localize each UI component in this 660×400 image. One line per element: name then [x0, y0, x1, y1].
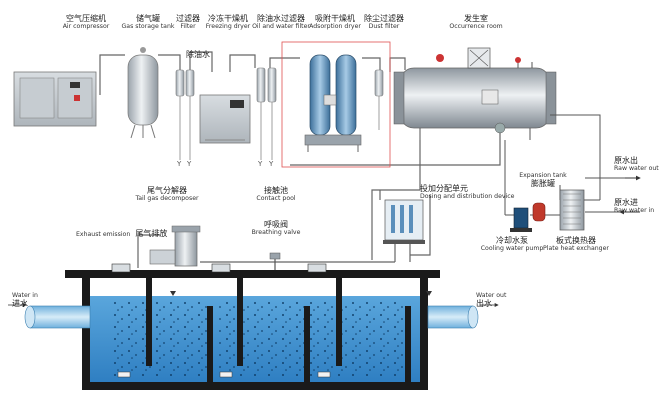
- filter-en: Filter: [180, 23, 196, 31]
- water-out-en: Water out: [476, 292, 507, 299]
- occurrence-room-zh: 发生室: [463, 14, 488, 23]
- water-out-label: Water out 出水: [476, 292, 506, 308]
- dosing-distribution-zh: 投加分配单元: [420, 184, 468, 193]
- freezing-dryer-label: 冷冻干燥机 Freezing dryer: [206, 14, 250, 30]
- breathing-valve-en: Breathing valve: [251, 229, 301, 237]
- svg-text:Y: Y: [186, 160, 192, 168]
- cooling-water-pump-zh: 冷却水泵: [495, 236, 528, 245]
- breathing-valve-label: 呼吸阀 Breathing valve: [252, 220, 301, 236]
- tail-gas-decomposer-zh: 尾气分解器: [146, 186, 187, 195]
- oil-water-filter-label: 除油水过滤器 Oil and water filter: [252, 14, 310, 30]
- expansion-tank-label: Expansion tank 膨胀罐: [519, 172, 567, 188]
- expansion-tank-en: Expansion tank: [519, 172, 567, 179]
- water-outlet-pipe: [427, 305, 479, 329]
- dust-filter-label: 除尘过滤器 Dust filter: [364, 14, 404, 30]
- raw-water-in-en: Raw water in: [614, 207, 655, 215]
- gas-storage-tank-zh: 储气罐: [135, 14, 160, 23]
- contact-pool-zh: 接触池: [263, 186, 288, 195]
- occurrence-room-label: 发生室 Occurrence room: [449, 14, 502, 30]
- air-compressor: [13, 71, 97, 127]
- expansion-tank: [532, 202, 546, 222]
- dust-filter-zh: 除尘过滤器: [364, 14, 404, 23]
- oil-removal-water-zh: 除油水: [186, 50, 210, 59]
- air-compressor-label: 空气压缩机 Air compressor: [63, 14, 110, 30]
- cooling-water-pump: [510, 207, 532, 232]
- freezing-dryer-zh: 冷冻干燥机: [208, 14, 248, 23]
- plate-heat-exchanger-label: 板式换热器 Plate heat exchanger: [543, 236, 609, 252]
- filter-zh: 过滤器: [176, 14, 200, 23]
- gas-storage-tank-en: Gas storage tank: [121, 23, 175, 31]
- raw-water-out-label: 原水出 Raw water out: [614, 156, 659, 172]
- water-in-label: Water in 进水: [12, 292, 38, 308]
- adsorption-dryer-label: 吸附干燥机 Adsorption dryer: [309, 14, 361, 30]
- water-out-zh: 出水: [476, 299, 492, 309]
- cooling-water-pump-label: 冷却水泵 Cooling water pump: [481, 236, 544, 252]
- plate-heat-exchanger-en: Plate heat exchanger: [543, 245, 609, 253]
- adsorption-dryer-en: Adsorption dryer: [309, 23, 361, 31]
- air-compressor-zh: 空气压缩机: [65, 14, 106, 23]
- expansion-tank-zh: 膨胀罐: [531, 179, 555, 189]
- freezing-dryer-en: Freezing dryer: [205, 23, 251, 31]
- tail-gas-decomposer: [149, 225, 201, 267]
- adsorption-dryer-zh: 吸附干燥机: [315, 14, 355, 23]
- breathing-valve-zh: 呼吸阀: [264, 220, 288, 229]
- gas-storage-tank: [127, 47, 159, 139]
- plate-heat-exchanger-zh: 板式换热器: [555, 236, 596, 245]
- dust-filter-en: Dust filter: [368, 23, 400, 31]
- occurrence-room: [393, 47, 557, 140]
- raw-water-out-en: Raw water out: [614, 165, 659, 173]
- raw-water-out-zh: 原水出: [614, 156, 638, 165]
- filter-group: Y Y: [175, 69, 195, 168]
- freezing-dryer: [199, 94, 251, 144]
- gas-piping: [99, 51, 501, 166]
- svg-text:Y: Y: [268, 160, 274, 168]
- adsorption-dryer: [304, 54, 362, 152]
- dosing-distribution-en: Dosing and distribution device: [420, 193, 515, 201]
- filter-label: 过滤器 Filter: [176, 14, 200, 30]
- dosing-distribution-device: [383, 199, 425, 244]
- gas-storage-tank-label: 储气罐 Gas storage tank: [122, 14, 175, 30]
- svg-text:Y: Y: [176, 160, 182, 168]
- contact-pool-label: 接触池 Contact pool: [256, 186, 295, 202]
- exhaust-emission-en: Exhaust emission: [76, 231, 131, 238]
- raw-water-in-zh: 原水进: [614, 198, 638, 207]
- raw-water-in-label: 原水进 Raw water in: [614, 198, 654, 214]
- cooling-water-pump-en: Cooling water pump: [480, 245, 544, 253]
- tail-gas-decomposer-en: Tail gas decomposer: [135, 195, 199, 203]
- dust-filter: [374, 69, 384, 130]
- exhaust-emission-zh: 尾气排放: [135, 229, 168, 238]
- oil-water-filter-en: Oil and water filter: [252, 23, 310, 31]
- filter-dryer-highlight: [281, 41, 391, 168]
- water-in-en: Water in: [12, 292, 38, 299]
- exhaust-emission-label: Exhaust emission 尾气排放: [76, 222, 167, 240]
- svg-text:Y: Y: [257, 160, 263, 168]
- oil-water-filter-zh: 除油水过滤器: [257, 14, 305, 23]
- breathing-valve: [269, 252, 281, 270]
- dosing-distribution-label: 投加分配单元 Dosing and distribution device: [420, 184, 514, 200]
- oil-removal-water-label: 除油水: [186, 50, 210, 59]
- oil-water-filter: Y Y: [256, 67, 277, 168]
- plate-heat-exchanger: [559, 189, 585, 231]
- water-in-zh: 进水: [12, 299, 28, 309]
- contact-pool: [65, 263, 440, 390]
- water-inlet-pipe: [24, 305, 91, 329]
- occurrence-room-en: Occurrence room: [449, 23, 503, 31]
- tail-gas-decomposer-label: 尾气分解器 Tail gas decomposer: [135, 186, 198, 202]
- exhaust-pipe: [137, 234, 160, 268]
- air-compressor-en: Air compressor: [62, 23, 110, 31]
- contact-pool-en: Contact pool: [256, 195, 296, 203]
